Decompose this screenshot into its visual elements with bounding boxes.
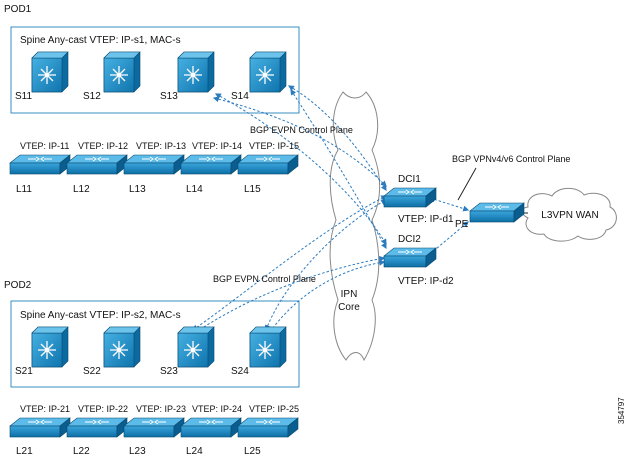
leaf-name-l12: L12 [73, 184, 90, 195]
bgp-evpn-label-bottom: BGP EVPN Control Plane [213, 274, 316, 284]
leaf-name-l13: L13 [129, 184, 146, 195]
leaf-vtep-l22: VTEP: IP-22 [78, 404, 128, 414]
dci2-name: DCI2 [398, 234, 421, 245]
l15-switch-icon [237, 154, 299, 175]
dci1-switch-icon [383, 187, 437, 208]
leaf-vtep-l21: VTEP: IP-21 [20, 404, 70, 414]
spine-label-s14: S14 [231, 91, 249, 102]
l21-switch-icon [9, 417, 71, 438]
pod1-label: POD1 [4, 4, 32, 15]
l12-switch-icon [66, 154, 128, 175]
s11-spine-icon [31, 51, 69, 93]
ipn-label-2: Core [338, 302, 360, 313]
l22-switch-icon [66, 417, 128, 438]
pe-label: PE [455, 219, 469, 230]
bgp-vpn-label: BGP VPNv4/v6 Control Plane [452, 154, 570, 164]
l11-switch-icon [9, 154, 71, 175]
vpn-label-leader [457, 167, 477, 201]
s24-dci1-link [264, 199, 388, 332]
leaf-name-l23: L23 [129, 446, 146, 457]
spine-label-s24: S24 [231, 366, 249, 377]
l13-switch-icon [123, 154, 185, 175]
dci1-vtep: VTEP: IP-d1 [398, 214, 454, 225]
dci1-pe-link [428, 196, 470, 212]
spine-label-s13: S13 [160, 91, 178, 102]
leaf-vtep-l13: VTEP: IP-13 [136, 141, 186, 151]
control-plane-links [192, 85, 470, 333]
s22-spine-icon [103, 326, 141, 368]
pod1-spine-box [10, 26, 300, 114]
pe-switch-icon [469, 202, 525, 223]
s14-spine-icon [249, 51, 287, 93]
leaf-name-l21: L21 [16, 446, 33, 457]
leaf-vtep-l25: VTEP: IP-25 [249, 404, 299, 414]
leaf-vtep-l11: VTEP: IP-11 [20, 141, 69, 151]
dci2-vtep: VTEP: IP-d2 [398, 276, 454, 287]
wan-cloud [521, 187, 617, 242]
pod2-label: POD2 [4, 280, 32, 291]
l14-switch-icon [180, 154, 242, 175]
leaf-name-l22: L22 [73, 446, 90, 457]
wan-label: L3VPN WAN [541, 210, 598, 221]
spine-label-s22: S22 [83, 366, 101, 377]
leaf-name-l15: L15 [244, 184, 261, 195]
l24-switch-icon [180, 417, 242, 438]
leaf-name-l25: L25 [244, 446, 261, 457]
spine-label-s11: S11 [15, 91, 32, 102]
s13-spine-icon [177, 51, 215, 93]
l25-switch-icon [237, 417, 299, 438]
leaf-vtep-l14: VTEP: IP-14 [192, 141, 242, 151]
dci2-switch-icon [383, 247, 437, 268]
pod1-spine-box-label: Spine Any-cast VTEP: IP-s1, MAC-s [20, 35, 181, 46]
s21-spine-icon [31, 326, 69, 368]
s23-spine-icon [177, 326, 215, 368]
ipn-label-1: IPN [341, 289, 358, 300]
spine-label-s21: S21 [15, 366, 33, 377]
pod2-spine-box [10, 300, 300, 388]
s24-dci2-link [269, 259, 386, 333]
leaf-name-l11: L11 [16, 184, 32, 195]
s12-spine-icon [103, 51, 141, 93]
l23-switch-icon [123, 417, 185, 438]
leaf-vtep-l12: VTEP: IP-12 [78, 141, 128, 151]
figure-id: 354797 [617, 397, 626, 424]
dci2-pe-link [429, 221, 469, 255]
leaf-vtep-l24: VTEP: IP-24 [192, 404, 242, 414]
leaf-vtep-l23: VTEP: IP-23 [136, 404, 186, 414]
s24-spine-icon [249, 326, 287, 368]
spine-label-s12: S12 [83, 91, 101, 102]
leaf-name-l24: L24 [186, 446, 203, 457]
leaf-vtep-l15: VTEP: IP-15 [249, 141, 299, 151]
bgp-evpn-label-top: BGP EVPN Control Plane [250, 125, 353, 135]
dci1-name: DCI1 [398, 174, 421, 185]
pod2-spine-box-label: Spine Any-cast VTEP: IP-s2, MAC-s [20, 310, 181, 321]
leaf-name-l14: L14 [186, 184, 203, 195]
spine-label-s23: S23 [160, 366, 178, 377]
